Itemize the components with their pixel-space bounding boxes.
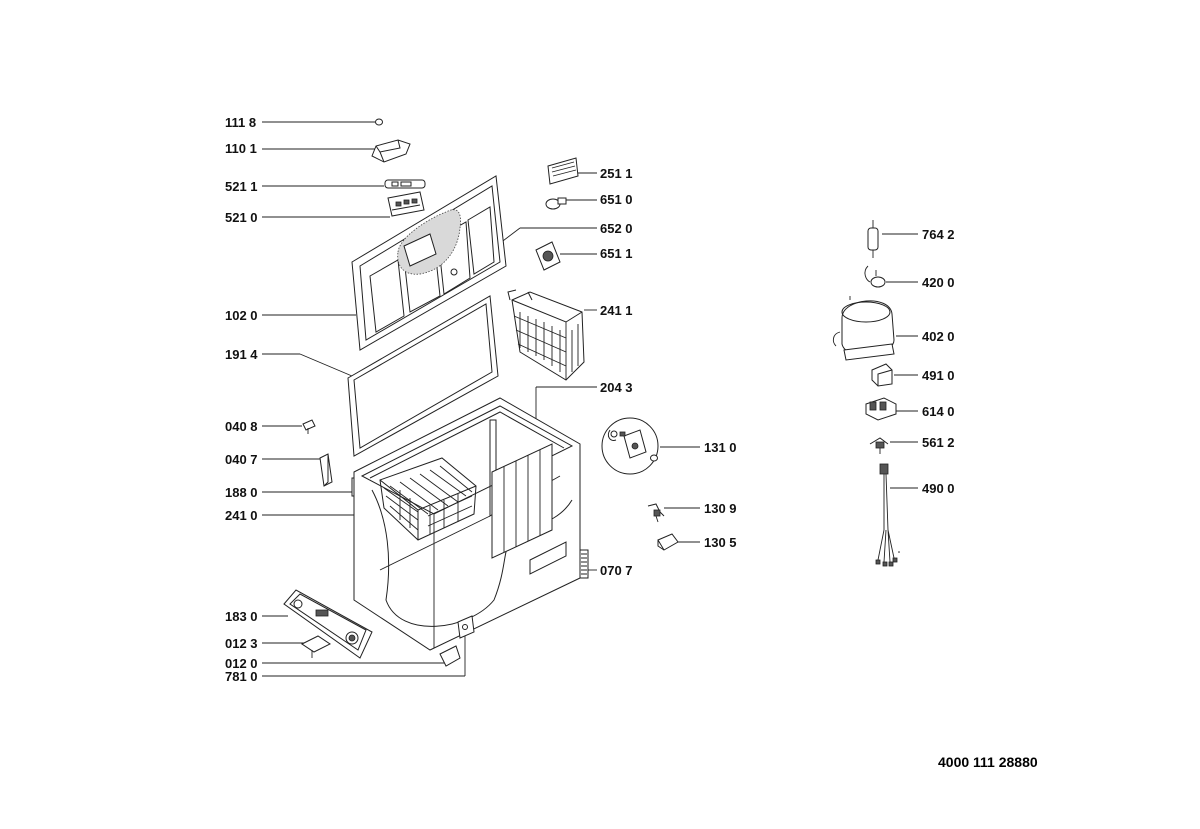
- part-label-5210: 521 0: [225, 210, 258, 225]
- part-label-6520: 652 0: [600, 221, 633, 236]
- part-label-2411: 241 1: [600, 303, 633, 318]
- part-label-1880: 188 0: [225, 485, 258, 500]
- part-label-1118: 111 8: [225, 115, 256, 130]
- part-label-4900: 490 0: [922, 481, 955, 496]
- part-2410-basket: [379, 457, 477, 541]
- part-label-6510: 651 0: [600, 192, 633, 207]
- part-4900-power-cord: [875, 463, 900, 567]
- part-0707-grille: [579, 549, 589, 579]
- part-label-1101: 110 1: [225, 141, 257, 156]
- part-label-1305: 130 5: [704, 535, 737, 550]
- part-label-0408: 040 8: [225, 419, 258, 434]
- part-1309-switch: [647, 503, 665, 523]
- part-label-7810: 781 0: [225, 669, 258, 684]
- part-label-5211: 521 1: [225, 179, 258, 194]
- part-6511-lamp-housing: [535, 241, 561, 271]
- part-label-5612: 561 2: [922, 435, 955, 450]
- part-1101-handle: [371, 139, 411, 163]
- part-label-6140: 614 0: [922, 404, 955, 419]
- part-2511-filter: [547, 157, 579, 185]
- part-label-0407: 040 7: [225, 452, 258, 467]
- part-label-0707: 070 7: [600, 563, 633, 578]
- part-6140-relay-block: [865, 397, 897, 421]
- part-2411-hanging-basket: [507, 289, 585, 381]
- part-4200-start-relay: [864, 265, 886, 288]
- part-label-1830: 183 0: [225, 609, 258, 624]
- part-label-1914: 191 4: [225, 347, 258, 362]
- part-label-1309: 130 9: [704, 501, 737, 516]
- part-6510-lamp: [545, 197, 567, 210]
- part-5612-overload-clip: [869, 437, 889, 454]
- document-number: 4000 111 28880: [938, 754, 1038, 770]
- part-label-0123: 012 3: [225, 636, 258, 651]
- part-label-4200: 420 0: [922, 275, 955, 290]
- part-1310-thermostat-detail: [601, 417, 659, 475]
- part-0408-hinge-clip: [302, 419, 316, 434]
- part-7642-filter-drier: [867, 220, 879, 258]
- part-0407-hinge: [319, 453, 333, 487]
- part-4020-compressor: [832, 296, 895, 361]
- part-1118-plug: [375, 118, 383, 126]
- part-5211-label-strip: [384, 179, 426, 189]
- part-label-2410: 241 0: [225, 508, 258, 523]
- part-label-6511: 651 1: [600, 246, 633, 261]
- part-5210-control-panel: [387, 191, 425, 217]
- left-labels: 111 8 110 1 521 1 521 0 102 0 191 4 040 …: [225, 115, 466, 684]
- part-1914-gasket: [347, 295, 499, 457]
- right-labels: 764 2 420 0 402 0 491 0 614 0 561 2 490 …: [882, 227, 955, 496]
- part-label-0120: 012 0: [225, 656, 258, 671]
- part-label-1020: 102 0: [225, 308, 258, 323]
- part-0123-bracket: [301, 635, 331, 658]
- part-label-1310: 131 0: [704, 440, 737, 455]
- part-label-2511: 251 1: [600, 166, 633, 181]
- part-label-2043: 204 3: [600, 380, 633, 395]
- part-4910-cover: [871, 363, 893, 387]
- part-1020-lid: [351, 175, 507, 351]
- part-label-7642: 764 2: [922, 227, 955, 242]
- leader-1914-b: [299, 353, 353, 377]
- freezer-cabinet: [353, 397, 581, 667]
- part-1305-connector: [657, 533, 679, 551]
- part-label-4910: 491 0: [922, 368, 955, 383]
- part-label-4020: 402 0: [922, 329, 955, 344]
- part-1830-base-plate: [283, 589, 373, 659]
